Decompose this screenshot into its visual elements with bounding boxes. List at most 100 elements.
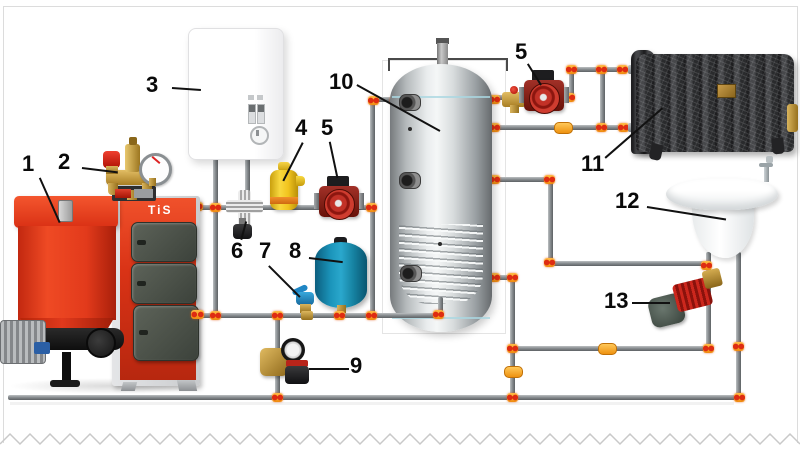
safety-group-stub: [127, 190, 137, 200]
pipe-fitting: [507, 273, 518, 282]
boiler-foot: [176, 380, 198, 391]
tank-port: [399, 94, 421, 111]
pipe-fitting: [733, 342, 744, 351]
panel-switch: [248, 104, 256, 124]
pipe-union: [504, 366, 523, 378]
pipe-union: [598, 343, 617, 355]
pipe-fitting: [433, 310, 444, 319]
recirculation-pump: [643, 265, 734, 337]
radiator-leg: [648, 142, 664, 162]
door-latch: [139, 330, 148, 335]
cast-iron-radiator: [636, 54, 794, 152]
pipe-fitting: [272, 311, 283, 320]
label-12: 12: [615, 188, 640, 213]
label-9: 9: [350, 353, 363, 378]
pipe-fitting: [191, 310, 204, 319]
pipe-fitting: [507, 344, 518, 353]
door-latch: [137, 281, 146, 286]
pump-flange: [359, 193, 364, 209]
faucet-stem: [764, 166, 769, 182]
label-1: 1: [22, 151, 35, 176]
pipe-fitting: [507, 393, 518, 402]
pump-terminal-box: [327, 176, 349, 189]
pipe-radiator-supply-rise: [569, 67, 574, 100]
tank-coil: [399, 224, 483, 304]
pipe-radiator-bypass: [600, 67, 605, 130]
pipe-fitting: [210, 311, 221, 320]
boiler-foot: [120, 382, 138, 391]
reducer-knob: [285, 366, 309, 384]
pipe-riser-right: [736, 252, 741, 398]
tank-vent-cap: [436, 38, 449, 44]
pipe-fitting: [272, 393, 283, 402]
pipe-electric-boiler-right: [245, 157, 250, 199]
label-4: 4: [295, 115, 308, 140]
tank-port: [399, 172, 421, 189]
safety-valve-red-cap: [103, 151, 120, 168]
pipe-fitting: [701, 261, 712, 270]
label-11: 11: [581, 151, 605, 176]
burner-foot: [50, 380, 80, 387]
pipe-tank-drain: [438, 297, 443, 316]
panel-dial: [250, 126, 269, 145]
pipe-fitting: [366, 311, 377, 320]
door-latch: [137, 240, 146, 245]
label-8: 8: [289, 238, 302, 263]
tank-sensor-well: [408, 127, 412, 131]
label-13: 13: [604, 288, 629, 313]
label-6: 6: [231, 238, 244, 263]
pipe-bottom-main: [8, 395, 742, 400]
pipe-dhw-out: [487, 177, 551, 182]
pipe-dhw-to-sink: [548, 261, 710, 266]
fill-valve-base: [300, 304, 311, 313]
pump-volute: [529, 83, 560, 114]
pipe-fitting: [489, 123, 500, 132]
tank-mounting-bracket: [388, 58, 508, 71]
gauge-stem: [149, 178, 156, 186]
separator-cap: [278, 162, 290, 171]
pipe-dhw-drop: [548, 177, 553, 265]
controller-buttons: [134, 189, 153, 198]
pipe-fitting: [489, 273, 500, 282]
pipe-fitting: [368, 96, 379, 105]
burner-support-leg: [62, 352, 71, 382]
pipe-riser-tank-right: [510, 276, 515, 398]
separator-spout: [296, 176, 305, 186]
pipe-fitting-brass: [301, 311, 313, 320]
leader-line: [632, 302, 670, 304]
pipe-fitting: [566, 65, 577, 74]
faucet-spout: [759, 163, 773, 167]
circulation-pump-radiator-loop: [519, 70, 569, 118]
label-7: 7: [259, 238, 272, 263]
reducer-gauge: [281, 338, 305, 362]
faucet-handle: [766, 156, 773, 163]
panel-switch: [257, 104, 265, 124]
basin-pedestal: [692, 202, 754, 258]
radiator-badge: [717, 84, 736, 98]
pipe-fitting: [544, 175, 555, 184]
pipe-fitting: [334, 311, 345, 320]
reducer-red-ring: [286, 360, 308, 367]
pipe-electric-boiler-left: [213, 157, 218, 318]
pipe-fitting: [734, 393, 745, 402]
pipe-fitting: [489, 175, 500, 184]
auger-flange: [86, 328, 116, 358]
label-2: 2: [58, 149, 71, 174]
hopper-handle: [58, 200, 73, 222]
expansion-tank-cap: [334, 237, 347, 246]
circulation-pump-boiler-loop: [314, 176, 364, 224]
zigzag-border: [0, 432, 800, 446]
wash-basin: [666, 178, 778, 210]
panel-indicator: [257, 95, 263, 100]
pipe-fitting: [366, 203, 377, 212]
pump-flange: [314, 193, 319, 209]
mixing-valve-horizontal: [226, 200, 263, 213]
leader-line: [268, 265, 301, 298]
expansion-tank-body: [315, 242, 367, 308]
label-5-boiler-loop: 5: [321, 115, 334, 140]
panel-indicator: [248, 95, 254, 100]
pipe-fitting: [564, 93, 575, 102]
pump-flange: [519, 87, 524, 103]
dial-mark: [256, 130, 259, 136]
three-way-valve-knob: [510, 86, 518, 94]
